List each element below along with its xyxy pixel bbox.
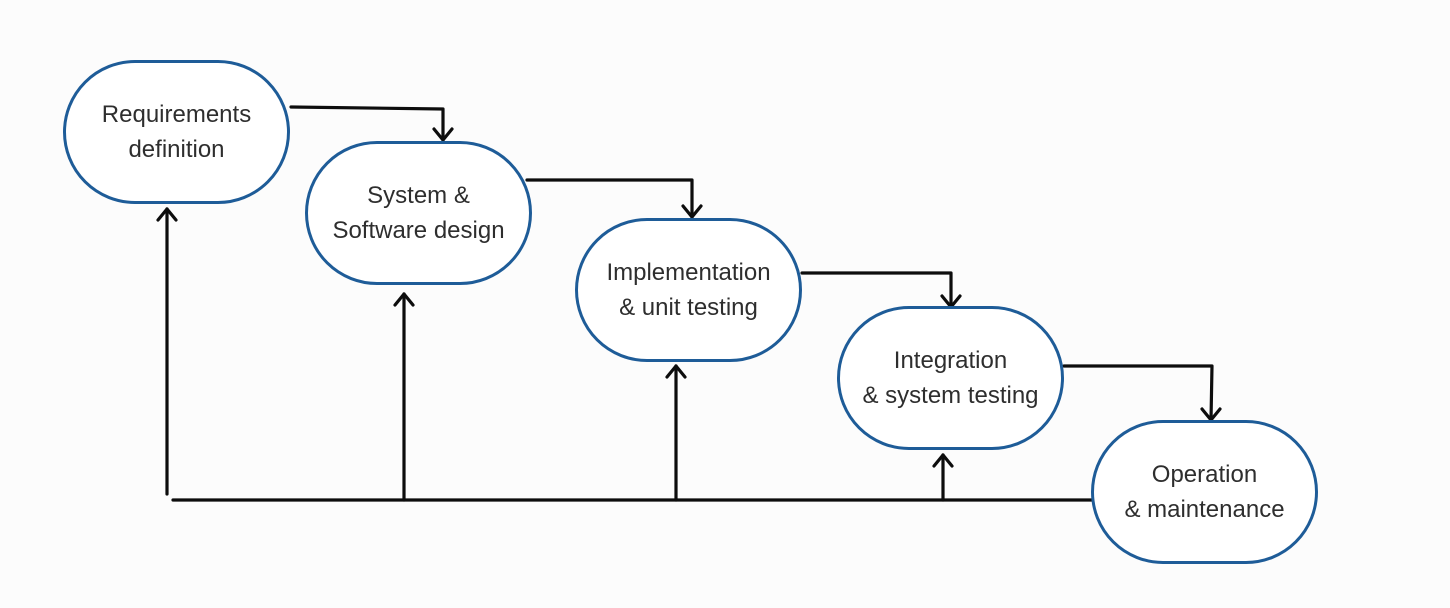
flow-arrow-integration-to-operation: [1062, 364, 1214, 422]
stage-label: Integration & system testing: [862, 347, 1039, 409]
flow-arrow-implementation-to-integration: [800, 271, 953, 309]
stage-integration-system-testing: Integration & system testing: [837, 306, 1064, 450]
flow-arrow-requirements-to-design: [289, 105, 445, 142]
feedback-arrowhead-to-implementation: [665, 364, 687, 379]
stage-implementation-unit-testing: Implementation & unit testing: [575, 218, 802, 362]
feedback-arrowhead-to-requirements: [156, 207, 178, 222]
flow-arrowhead-design-to-implementation: [681, 204, 703, 219]
flow-arrowhead-requirements-to-design: [432, 127, 454, 142]
stage-label: System & Software design: [332, 182, 505, 244]
feedback-arrowhead-to-integration: [932, 453, 954, 468]
stage-label: Operation & maintenance: [1124, 461, 1285, 523]
stage-requirements-definition: Requirements definition: [63, 60, 290, 204]
stage-system-software-design: System & Software design: [305, 141, 532, 285]
stage-operation-maintenance: Operation & maintenance: [1091, 420, 1318, 564]
feedback-arrowhead-to-design: [393, 292, 415, 307]
stage-label: Implementation & unit testing: [606, 259, 771, 321]
stage-label: Requirements definition: [101, 101, 252, 163]
flow-arrow-design-to-implementation: [525, 178, 694, 219]
